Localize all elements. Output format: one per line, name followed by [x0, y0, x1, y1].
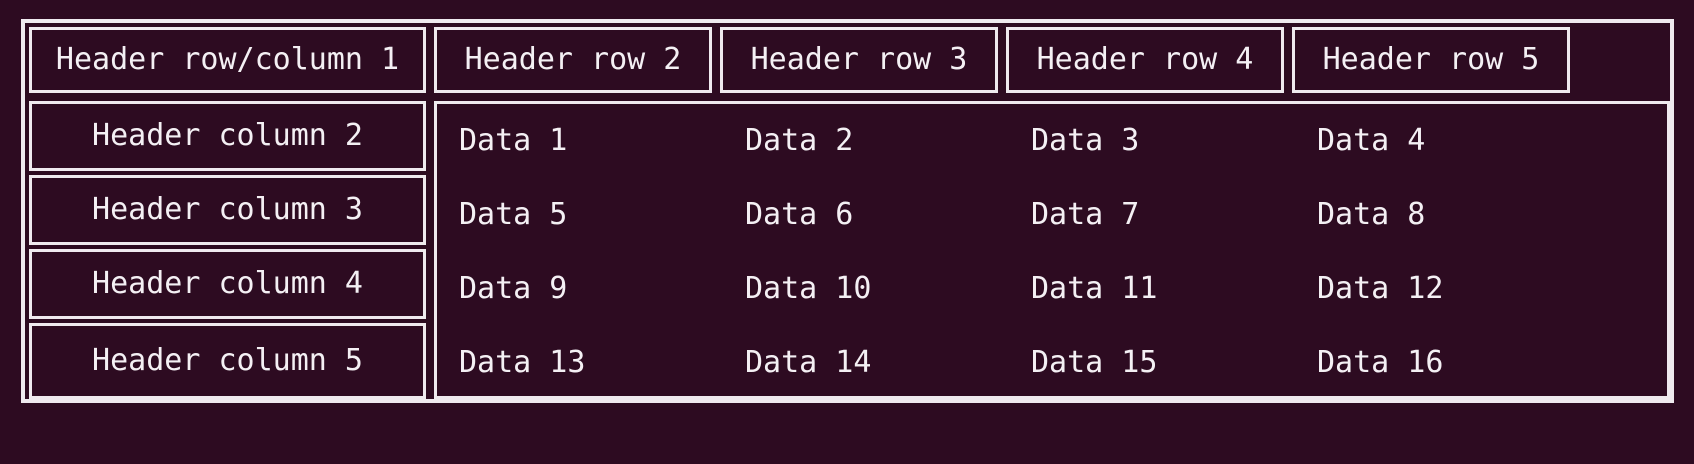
table-cell-label-r2c2: Data 6 — [745, 197, 854, 232]
table-cell-label-r3c1: Data 9 — [459, 271, 568, 306]
table-cell-r1c3: Data 3 — [1031, 104, 1317, 178]
table-cell-r4c3: Data 15 — [1031, 326, 1317, 400]
table-cell-label-r4c2: Data 14 — [745, 345, 872, 380]
column-header-label-4: Header row 4 — [1036, 42, 1254, 77]
table-cell-label-r4c4: Data 16 — [1317, 345, 1444, 380]
table-cell-r2c1: Data 5 — [459, 178, 745, 252]
row-header-cell-5: Header column 5 — [29, 323, 426, 399]
column-header-label-3: Header row 3 — [750, 42, 968, 77]
table-cell-label-r3c4: Data 12 — [1317, 271, 1444, 306]
table-cell-r3c1: Data 9 — [459, 252, 745, 326]
table-cell-r3c4: Data 12 — [1317, 252, 1603, 326]
row-header-label-3: Header column 3 — [92, 192, 363, 227]
table-cell-label-r4c3: Data 15 — [1031, 345, 1158, 380]
table-cell-r1c4: Data 4 — [1317, 104, 1603, 178]
table-data-region: Data 1 Data 2 Data 3 Data 4 Data 5 Data … — [434, 101, 1670, 399]
table-cell-r1c2: Data 2 — [745, 104, 1031, 178]
column-header-label-2: Header row 2 — [464, 42, 682, 77]
table-cell-label-r1c3: Data 3 — [1031, 123, 1140, 158]
table-cell-r1c1: Data 1 — [459, 104, 745, 178]
table-corner-header-cell: Header row/column 1 — [29, 27, 426, 93]
table-cell-label-r2c3: Data 7 — [1031, 197, 1140, 232]
column-header-label-5: Header row 5 — [1322, 42, 1540, 77]
row-header-cell-3: Header column 3 — [29, 175, 426, 245]
row-header-label-4: Header column 4 — [92, 266, 363, 301]
table-cell-r2c2: Data 6 — [745, 178, 1031, 252]
table-cell-label-r2c4: Data 8 — [1317, 197, 1426, 232]
data-table: Header row/column 1 Header row 2 Header … — [21, 19, 1674, 403]
table-cell-label-r1c1: Data 1 — [459, 123, 568, 158]
table-cell-label-r2c1: Data 5 — [459, 197, 568, 232]
table-cell-label-r3c2: Data 10 — [745, 271, 872, 306]
table-cell-r3c3: Data 11 — [1031, 252, 1317, 326]
table-cell-r2c3: Data 7 — [1031, 178, 1317, 252]
table-cell-label-r1c2: Data 2 — [745, 123, 854, 158]
row-header-label-2: Header column 2 — [92, 118, 363, 153]
table-cell-r4c4: Data 16 — [1317, 326, 1603, 400]
row-header-cell-4: Header column 4 — [29, 249, 426, 319]
row-header-label-5: Header column 5 — [92, 343, 363, 378]
column-header-cell-5: Header row 5 — [1292, 27, 1570, 93]
table-cell-r4c1: Data 13 — [459, 326, 745, 400]
table-cell-r3c2: Data 10 — [745, 252, 1031, 326]
column-header-cell-2: Header row 2 — [434, 27, 712, 93]
column-header-cell-4: Header row 4 — [1006, 27, 1284, 93]
table-cell-label-r3c3: Data 11 — [1031, 271, 1158, 306]
table-cell-r2c4: Data 8 — [1317, 178, 1603, 252]
column-header-cell-3: Header row 3 — [720, 27, 998, 93]
table-cell-label-r4c1: Data 13 — [459, 345, 586, 380]
table-cell-r4c2: Data 14 — [745, 326, 1031, 400]
table-corner-header-label: Header row/column 1 — [55, 42, 400, 77]
table-cell-label-r1c4: Data 4 — [1317, 123, 1426, 158]
row-header-cell-2: Header column 2 — [29, 101, 426, 171]
